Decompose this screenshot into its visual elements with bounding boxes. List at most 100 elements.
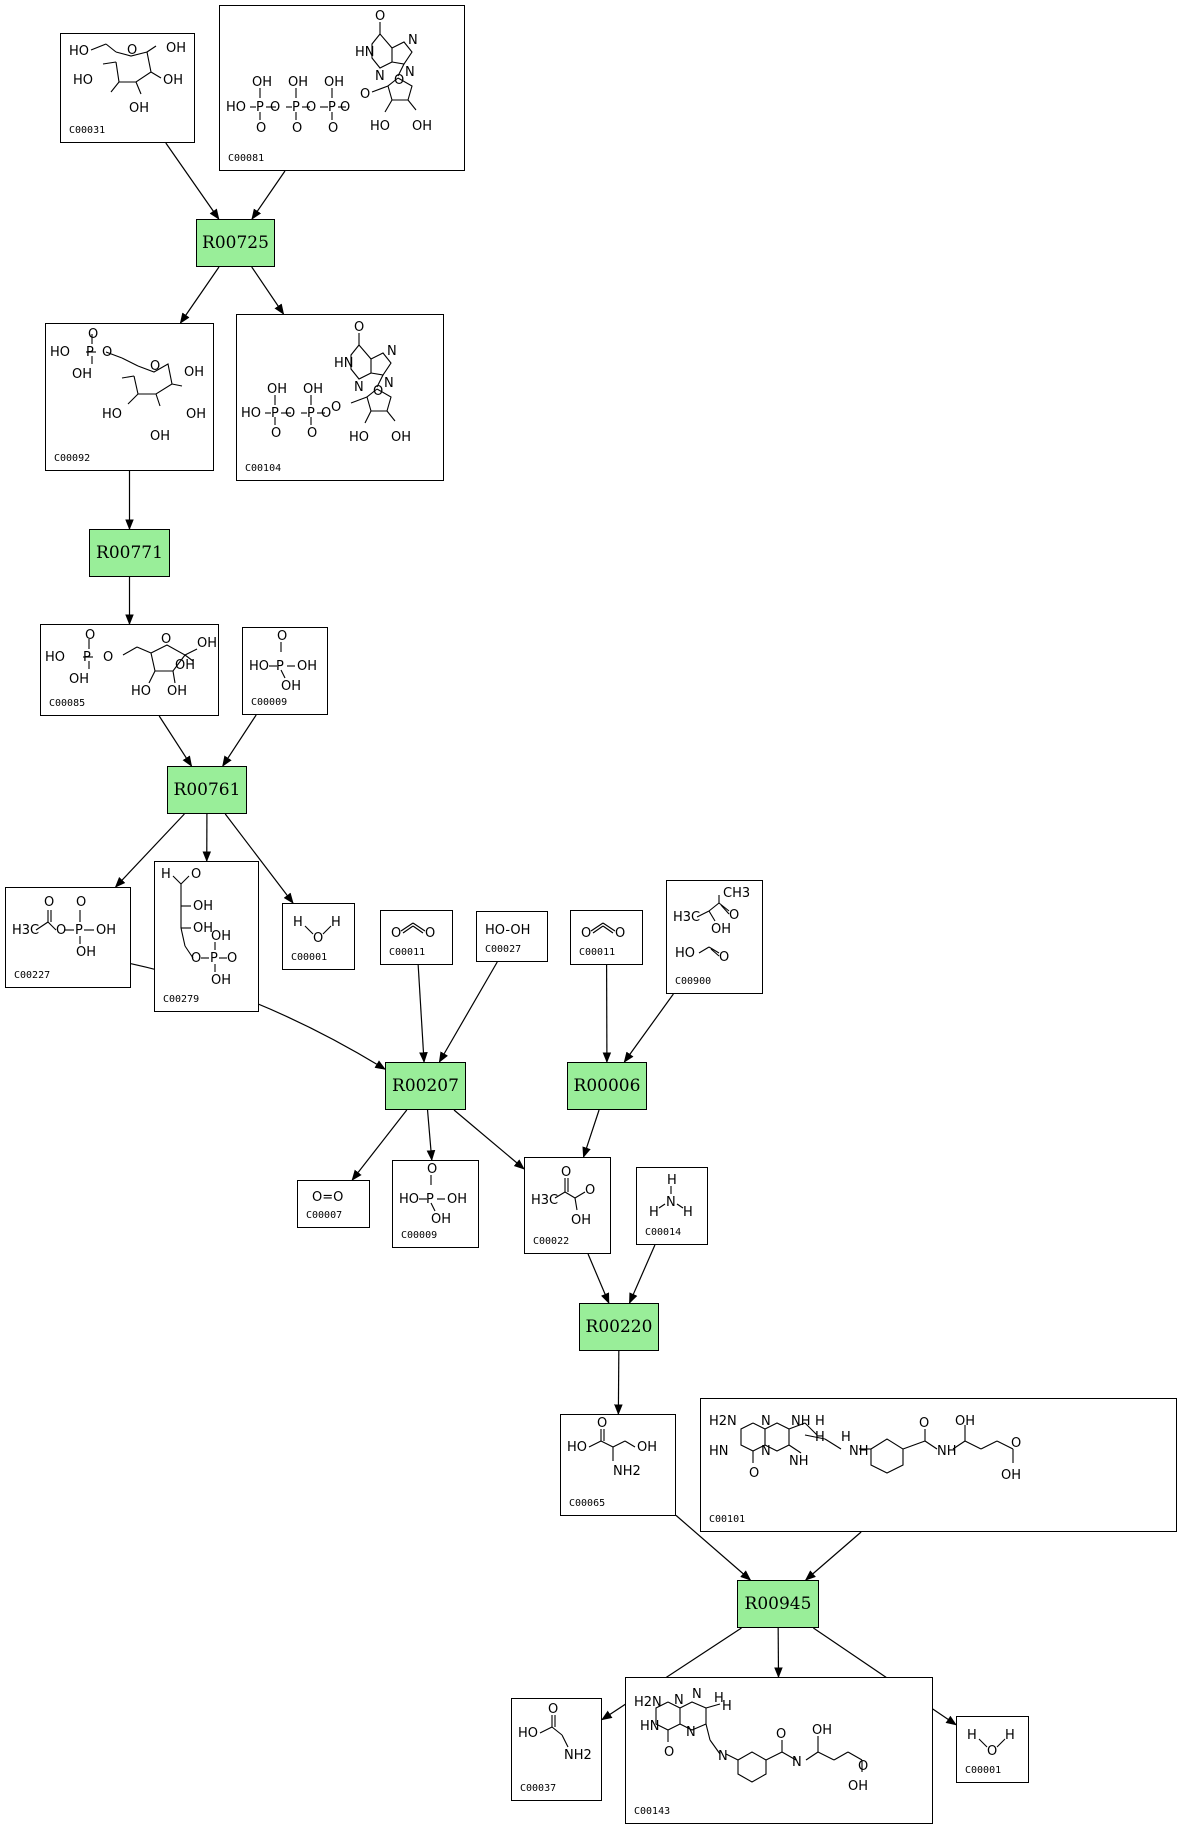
compound-C00081[interactable]: O HN N N N OH OH OH HO P O P O P O O O O…	[219, 5, 465, 171]
edge-C00081-R00725	[251, 170, 286, 220]
reaction-R00945[interactable]: R00945	[737, 1580, 819, 1628]
structure-glucose: HO OH HO OH OH O	[69, 41, 186, 116]
svg-text:OH: OH	[166, 41, 186, 56]
svg-text:HO: HO	[226, 100, 246, 115]
svg-text:N: N	[692, 1687, 702, 1702]
svg-text:O: O	[321, 406, 331, 421]
svg-text:N: N	[792, 1755, 802, 1770]
compound-C00011[interactable]: O C O C00011	[380, 910, 453, 965]
svg-text:H: H	[161, 867, 171, 882]
structure-phosphate: O HO P OH OH	[399, 1162, 467, 1227]
svg-text:OH: OH	[211, 973, 231, 988]
svg-text:N: N	[354, 380, 364, 395]
reaction-R00725[interactable]: R00725	[196, 219, 275, 267]
svg-text:H: H	[967, 1728, 977, 1743]
svg-text:OH: OH	[303, 382, 323, 397]
svg-text:H: H	[667, 1173, 677, 1188]
svg-text:HO: HO	[567, 1440, 587, 1455]
compound-C00101[interactable]: H2N N NH H H O OH HN NH N H NH O NH O OH…	[700, 1398, 1177, 1532]
svg-text:P: P	[75, 923, 83, 938]
svg-text:HN: HN	[334, 356, 354, 371]
svg-text:OH: OH	[447, 1192, 467, 1207]
svg-text:O: O	[373, 384, 383, 399]
compound-id: C00101	[709, 1514, 746, 1525]
svg-text:O: O	[561, 1165, 571, 1180]
svg-text:O: O	[340, 100, 350, 115]
compound-id: C00001	[291, 952, 328, 963]
reaction-R00207[interactable]: R00207	[385, 1062, 466, 1110]
svg-text:P: P	[83, 650, 91, 665]
svg-text:P: P	[210, 951, 218, 966]
compound-C00027[interactable]: HO-OH C00027	[476, 911, 548, 962]
compound-id: C00011	[389, 947, 426, 958]
reaction-R00006[interactable]: R00006	[567, 1062, 647, 1110]
compound-C00007[interactable]: O=O C00007	[297, 1180, 370, 1228]
structure-serine: O HO OH NH2	[567, 1416, 657, 1479]
svg-text:H3C: H3C	[673, 910, 700, 925]
svg-text:H: H	[714, 1691, 724, 1706]
svg-text:N: N	[718, 1749, 728, 1764]
compound-C00279[interactable]: H O OH OH O P O OH OH C00279	[154, 861, 259, 1012]
svg-text:H2N: H2N	[709, 1414, 737, 1429]
compound-C00031[interactable]: HO OH HO OH OH O C00031	[60, 33, 195, 143]
edge-C00031-R00725	[165, 142, 220, 220]
svg-text:OH: OH	[163, 73, 183, 88]
compound-C00001[interactable]: H O H C00001	[282, 903, 355, 970]
svg-text:H: H	[649, 1205, 659, 1220]
compound-C00085[interactable]: O HO P O OH O OH OH HO OH C00085	[40, 624, 219, 716]
compound-C00900[interactable]: CH3 H3C O OH HO O C00900	[666, 880, 763, 994]
svg-text:OH: OH	[711, 922, 731, 937]
compound-id: C00104	[245, 463, 282, 474]
compound-C00011[interactable]: O C O C00011	[570, 910, 643, 965]
svg-text:HO: HO	[241, 406, 261, 421]
reaction-R00220[interactable]: R00220	[579, 1303, 659, 1351]
svg-text:N: N	[686, 1725, 696, 1740]
compound-C00227[interactable]: O O H3C O P OH OH C00227	[5, 887, 131, 988]
svg-text:O: O	[391, 926, 401, 941]
svg-text:OH: OH	[412, 119, 432, 134]
svg-text:OH: OH	[431, 1212, 451, 1227]
compound-C00009[interactable]: O HO P OH OH C00009	[242, 627, 328, 715]
compound-C00104[interactable]: O HN N N N OH OH HO P O P O O O O O HO O…	[236, 314, 444, 481]
svg-text:OH: OH	[812, 1723, 832, 1738]
compound-C00037[interactable]: O HO NH2 C00037	[511, 1698, 602, 1801]
reaction-R00761[interactable]: R00761	[167, 766, 247, 814]
svg-text:O: O	[227, 951, 237, 966]
svg-text:HO: HO	[349, 430, 369, 445]
svg-text:OH: OH	[167, 684, 187, 699]
svg-text:HN: HN	[355, 45, 375, 60]
edge-R00761-C00227	[114, 813, 185, 888]
svg-text:N: N	[761, 1444, 771, 1459]
svg-text:O: O	[76, 895, 86, 910]
edge-R00945-C00001b	[813, 1627, 957, 1726]
svg-text:OH: OH	[297, 659, 317, 674]
svg-text:O: O	[615, 926, 625, 941]
compound-C00009[interactable]: O HO P OH OH C00009	[392, 1160, 479, 1248]
edge-C00900-R00006	[623, 993, 674, 1063]
svg-text:O: O	[85, 628, 95, 643]
svg-text:H: H	[815, 1430, 825, 1445]
structure-co2: O C O	[581, 922, 625, 941]
svg-text:P: P	[328, 100, 336, 115]
svg-text:O: O	[191, 867, 201, 882]
svg-text:N: N	[384, 376, 394, 391]
compound-C00065[interactable]: O HO OH NH2 C00065	[560, 1414, 676, 1516]
reaction-R00771[interactable]: R00771	[89, 529, 170, 577]
svg-text:O: O	[191, 951, 201, 966]
svg-text:O: O	[987, 1744, 997, 1759]
svg-text:O: O	[44, 895, 54, 910]
svg-text:H: H	[331, 915, 341, 930]
svg-text:O: O	[394, 73, 404, 88]
compound-C00092[interactable]: O HO P O OH O OH HO OH OH C00092	[45, 323, 214, 471]
compound-C00001[interactable]: H O H C00001	[956, 1716, 1029, 1783]
compound-C00014[interactable]: H N H H C00014	[636, 1167, 708, 1245]
edge-R00725-C00092	[179, 266, 220, 324]
structure-h2o2: HO-OH	[485, 923, 530, 938]
compound-id: C00009	[401, 1230, 438, 1241]
svg-text:O: O	[271, 426, 281, 441]
structure-ammonia: H N H H	[649, 1173, 693, 1220]
svg-text:HO: HO	[399, 1192, 419, 1207]
svg-text:O: O	[585, 1183, 595, 1198]
compound-C00143[interactable]: H2N N H N HN N H O N O OH N H O OH C0014…	[625, 1677, 933, 1824]
compound-C00022[interactable]: O H3C O OH C00022	[524, 1157, 611, 1254]
